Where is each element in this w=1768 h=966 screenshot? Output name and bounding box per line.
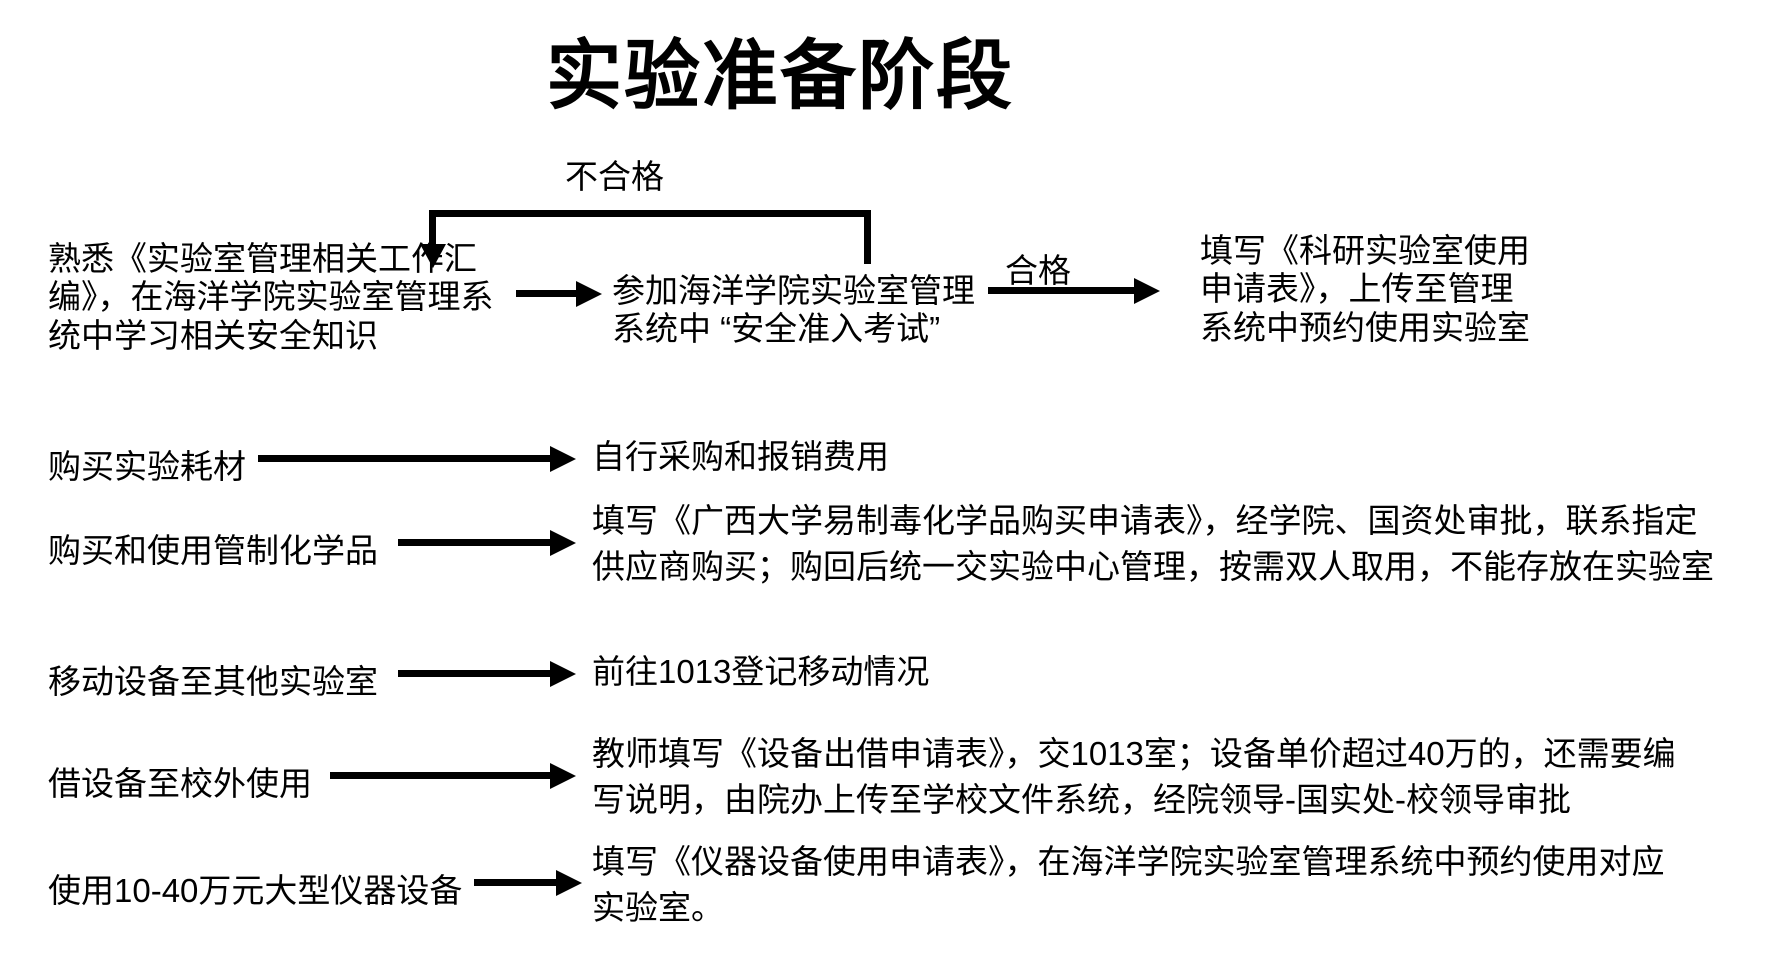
arrow-exam-to-apply bbox=[988, 287, 1134, 294]
row-result: 填写《广西大学易制毒化学品购买申请表》，经学院、国资处审批，联系指定 供应商购买… bbox=[592, 502, 1714, 585]
feedback-line-top bbox=[429, 210, 871, 217]
flow-label-pass: 合格 bbox=[1005, 252, 1071, 289]
row-label: 移动设备至其他实验室 bbox=[48, 663, 378, 700]
arrow-study-to-exam bbox=[516, 290, 576, 297]
row-arrow bbox=[474, 879, 556, 886]
feedback-line-right bbox=[864, 210, 871, 264]
row-result: 前往1013登记移动情况 bbox=[592, 653, 930, 690]
row-result: 教师填写《设备出借申请表》，交1013室；设备单价超过40万的，还需要编 写说明… bbox=[592, 735, 1676, 818]
row-label: 购买和使用管制化学品 bbox=[48, 532, 378, 569]
feedback-line-left bbox=[429, 210, 436, 246]
flow-label-fail: 不合格 bbox=[565, 158, 664, 195]
row-arrow bbox=[258, 455, 550, 462]
row-result: 自行采购和报销费用 bbox=[592, 438, 889, 475]
flow-step-study-text: 熟悉《实验室管理相关工作汇 编》，在海洋学院实验室管理系 统中学习相关安全知识 bbox=[48, 240, 494, 354]
row-result: 填写《仪器设备使用申请表》，在海洋学院实验室管理系统中预约使用对应 实验室。 bbox=[592, 843, 1665, 926]
row-arrow bbox=[330, 772, 550, 779]
arrow-down-icon bbox=[420, 244, 446, 268]
flow-step-apply-text: 填写《科研实验室使用 申请表》，上传至管理 系统中预约使用实验室 bbox=[1200, 232, 1530, 346]
flow-step-exam-text: 参加海洋学院实验室管理 系统中 “安全准入考试” bbox=[612, 272, 975, 348]
row-label: 购买实验耗材 bbox=[48, 448, 246, 485]
row-arrow bbox=[398, 670, 550, 677]
row-label: 借设备至校外使用 bbox=[48, 765, 312, 802]
row-arrow bbox=[398, 539, 550, 546]
row-label: 使用10-40万元大型仪器设备 bbox=[48, 872, 463, 909]
page-title: 实验准备阶段 bbox=[546, 34, 1014, 119]
